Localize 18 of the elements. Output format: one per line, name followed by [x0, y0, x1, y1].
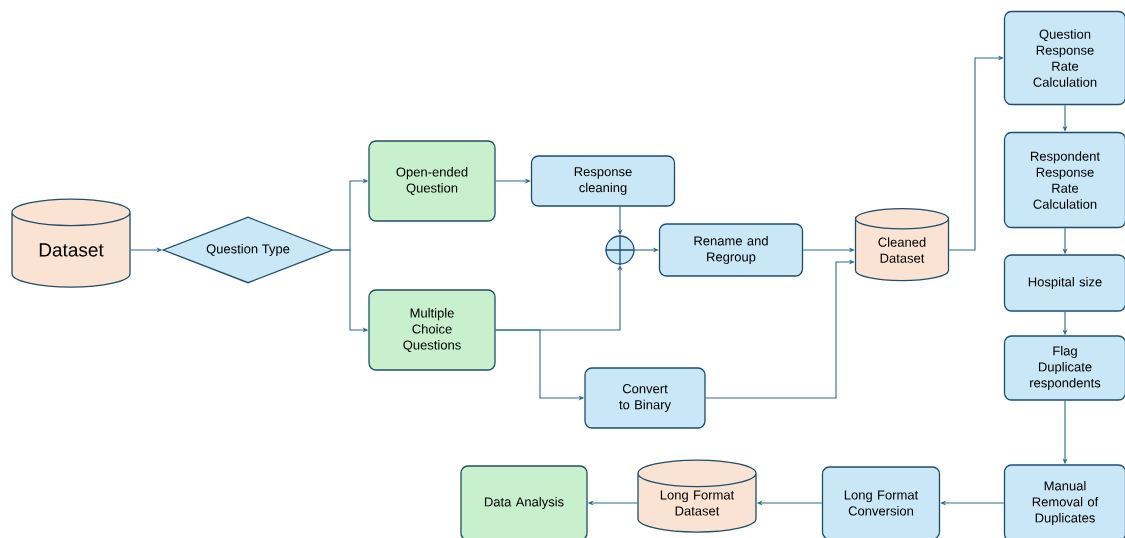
database-cylinder: Long Format Dataset — [637, 459, 757, 533]
sum-junction — [604, 234, 636, 266]
database-cylinder: Dataset — [11, 198, 131, 288]
process-box: Flag Duplicate respondents — [1003, 335, 1125, 401]
process-box: Response cleaning — [530, 155, 676, 207]
arrow — [948, 55, 1004, 251]
process-box: Rename and Regroup — [658, 223, 804, 277]
process-box: Long Format Conversion — [821, 466, 941, 538]
process-box: Question Response Rate Calculation — [1003, 10, 1125, 106]
process-box: Open-ended Question — [368, 140, 496, 222]
process-box: Hospital size — [1003, 254, 1125, 312]
database-cylinder: Cleaned Dataset — [854, 207, 950, 282]
process-box: Convert to Binary — [584, 367, 706, 429]
arrow — [705, 259, 855, 399]
process-box: Respondent Response Rate Calculation — [1003, 131, 1125, 229]
process-box: Multiple Choice Questions — [368, 289, 496, 371]
process-box: Data Analysis — [460, 465, 588, 538]
process-box: Manual Removal of Duplicates — [1003, 464, 1125, 538]
